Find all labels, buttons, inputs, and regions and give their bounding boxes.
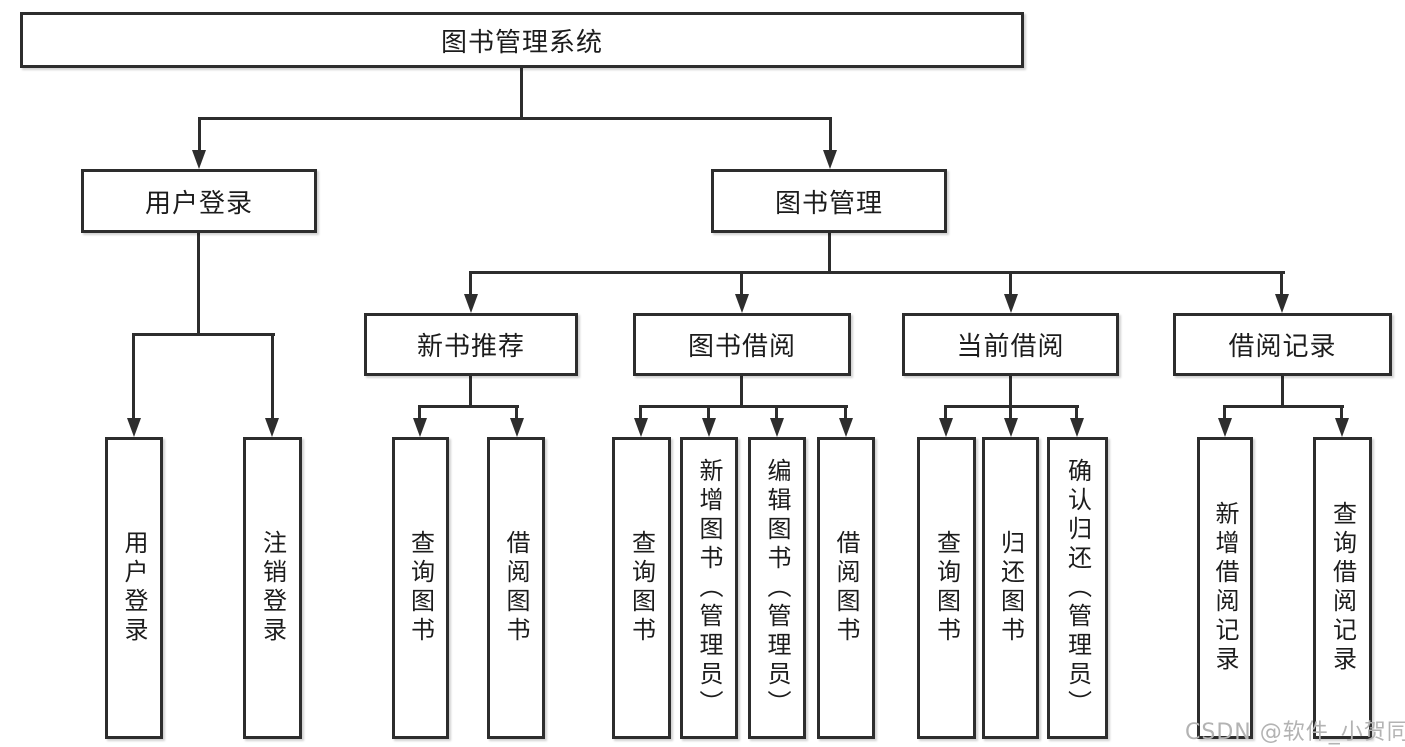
connector-root-rail — [198, 117, 832, 120]
arrowhead-return-book — [1004, 418, 1018, 437]
node-book-management: 图书管理 — [711, 169, 947, 233]
connector-drop-user-login — [198, 117, 201, 151]
arrowhead-confirm-return — [1070, 418, 1084, 437]
arrowhead-query-record — [1335, 418, 1349, 437]
connector-new-book-stem — [469, 376, 472, 408]
leaf-logout: 注销登录 — [243, 437, 302, 739]
arrowhead-edit-book — [770, 418, 784, 437]
connector-drop-return-book — [1009, 405, 1012, 420]
arrowhead-cur-borrow — [1004, 294, 1018, 313]
connector-cur-borrow-rail — [945, 405, 1079, 408]
leaf-edit-book-admin: 编辑图书（管理员） — [748, 437, 806, 739]
node-root-system: 图书管理系统 — [20, 12, 1024, 68]
connector-cur-borrow-stem — [1009, 376, 1012, 408]
connector-drop-query-record — [1340, 405, 1343, 420]
connector-drop-query-book-3 — [944, 405, 947, 420]
connector-drop-query-book-2 — [639, 405, 642, 420]
connector-drop-borrow-book-1 — [515, 405, 518, 420]
connector-drop-add-record — [1223, 405, 1226, 420]
node-borrow-records: 借阅记录 — [1173, 313, 1392, 376]
connector-book-borrow-stem — [740, 376, 743, 408]
leaf-user-login: 用户登录 — [105, 437, 163, 739]
arrowhead-query-book-3 — [939, 418, 953, 437]
connector-drop-cur-borrow — [1009, 271, 1012, 297]
connector-book-mgmt-stem — [828, 233, 831, 274]
leaf-borrow-book-2: 借阅图书 — [817, 437, 875, 739]
arrowhead-book-mgmt — [823, 150, 837, 169]
connector-drop-book-mgmt — [829, 117, 832, 151]
connector-new-book-rail — [419, 405, 519, 408]
node-current-borrowing: 当前借阅 — [902, 313, 1119, 376]
connector-drop-borrow-rec — [1280, 271, 1283, 297]
connector-drop-edit-book — [775, 405, 778, 420]
arrowhead-query-book-1 — [413, 418, 427, 437]
arrowhead-borrow-rec — [1275, 294, 1289, 313]
connector-drop-new-book — [469, 271, 472, 297]
leaf-return-book: 归还图书 — [982, 437, 1039, 739]
arrowhead-add-record — [1218, 418, 1232, 437]
arrowhead-add-book — [702, 418, 716, 437]
csdn-watermark: CSDN @软件_小贺同学 — [1185, 720, 1405, 745]
node-new-book-recommend: 新书推荐 — [364, 313, 578, 376]
leaf-add-book-admin: 新增图书（管理员） — [680, 437, 738, 739]
leaf-confirm-return-admin: 确认归还（管理员） — [1047, 437, 1108, 739]
connector-drop-add-book — [707, 405, 710, 420]
connector-user-login-rail — [132, 333, 275, 336]
arrowhead-leaf-logout — [265, 418, 279, 437]
connector-borrow-rec-stem — [1281, 376, 1284, 408]
connector-drop-query-book-1 — [418, 405, 421, 420]
leaf-query-borrow-record: 查询借阅记录 — [1313, 437, 1372, 739]
leaf-borrow-book-1: 借阅图书 — [487, 437, 545, 739]
connector-book-borrow-rail — [640, 405, 848, 408]
connector-borrow-rec-rail — [1224, 405, 1344, 408]
node-user-login: 用户登录 — [81, 169, 317, 233]
connector-book-mgmt-rail — [469, 271, 1285, 274]
arrowhead-user-login — [192, 150, 206, 169]
leaf-query-book-3: 查询图书 — [917, 437, 976, 739]
leaf-query-book-2: 查询图书 — [612, 437, 671, 739]
connector-root-stem — [520, 68, 523, 120]
connector-drop-book-borrow — [740, 271, 743, 297]
node-book-borrowing: 图书借阅 — [633, 313, 851, 376]
arrowhead-query-book-2 — [634, 418, 648, 437]
leaf-query-book-1: 查询图书 — [392, 437, 449, 739]
arrowhead-book-borrow — [735, 294, 749, 313]
connector-drop-borrow-book-2 — [844, 405, 847, 420]
connector-drop-leaf-logout — [271, 333, 274, 419]
arrowhead-leaf-user-login — [127, 418, 141, 437]
arrowhead-new-book — [464, 294, 478, 313]
connector-drop-confirm-return — [1075, 405, 1078, 420]
arrowhead-borrow-book-1 — [510, 418, 524, 437]
leaf-add-borrow-record: 新增借阅记录 — [1197, 437, 1253, 739]
arrowhead-borrow-book-2 — [839, 418, 853, 437]
connector-drop-leaf-user-login — [132, 333, 135, 419]
connector-user-login-stem — [197, 233, 200, 336]
